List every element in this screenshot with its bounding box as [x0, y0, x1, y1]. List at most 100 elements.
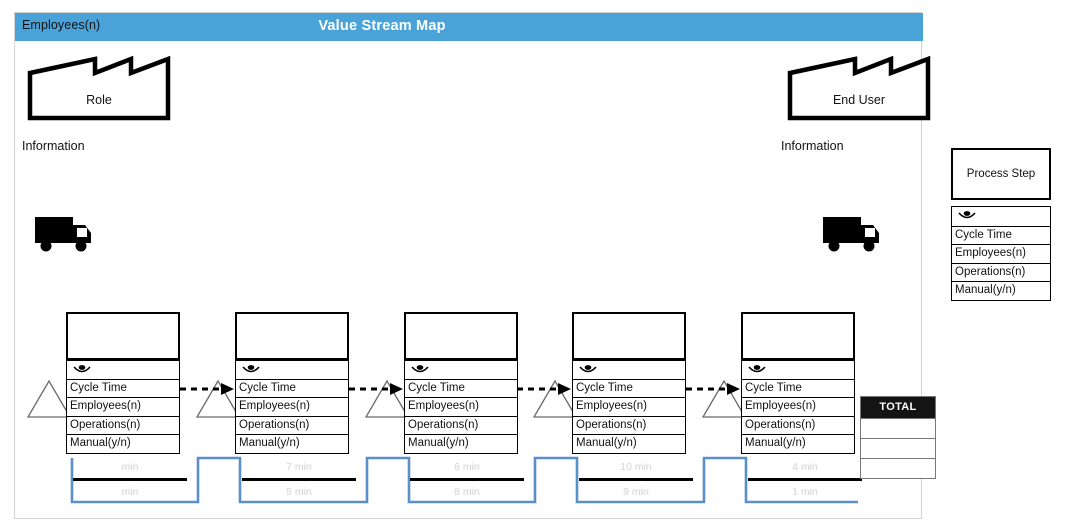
process-step-name-box[interactable] — [235, 312, 349, 360]
total-row-2[interactable] — [861, 438, 935, 458]
va-bar-1 — [73, 478, 187, 481]
metric-operations[interactable]: Operations(n) — [236, 415, 348, 435]
legend-process-step-label: Process Step — [966, 168, 1036, 180]
metric-operations[interactable]: Operations(n) — [742, 415, 854, 435]
process-step-1[interactable]: Cycle Time Employees(n) Operations(n) Ma… — [66, 312, 180, 454]
inventory-triangle-icon — [364, 379, 410, 418]
metric-cycle-time[interactable]: Cycle Time — [67, 378, 179, 398]
metric-cycle-time[interactable]: Cycle Time — [405, 378, 517, 398]
inventory-triangle-icon — [701, 379, 747, 418]
metric-employees[interactable]: Employees(n) — [742, 397, 854, 416]
inventory-triangle-4[interactable] — [531, 378, 579, 420]
va-time-5: 4 min — [792, 461, 818, 473]
visual-check-row[interactable] — [236, 360, 348, 379]
inventory-triangle-5[interactable] — [700, 378, 748, 420]
legend-panel: Process Step Cycle Time Employees(n) Ope… — [951, 148, 1051, 301]
timeline-staircase-icon — [70, 456, 858, 504]
legend-process-step-box[interactable]: Process Step — [951, 148, 1051, 200]
process-step-metrics: Cycle Time Employees(n) Operations(n) Ma… — [235, 360, 349, 454]
legend-visual-check-row — [952, 207, 1050, 226]
process-step-metrics: Cycle Time Employees(n) Operations(n) Ma… — [572, 360, 686, 454]
metric-employees[interactable]: Employees(n) — [573, 397, 685, 416]
total-row-3[interactable] — [861, 458, 935, 478]
process-step-metrics: Cycle Time Employees(n) Operations(n) Ma… — [741, 360, 855, 454]
flow-arrow-2 — [348, 381, 406, 397]
process-step-2[interactable]: Cycle Time Employees(n) Operations(n) Ma… — [235, 312, 349, 454]
nva-time-5: 1 min — [792, 486, 818, 498]
metric-employees[interactable]: Employees(n) — [67, 397, 179, 416]
process-step-metrics: Cycle Time Employees(n) Operations(n) Ma… — [66, 360, 180, 454]
customer-information-label: Information — [781, 139, 844, 153]
header-bar — [15, 13, 923, 41]
metric-employees[interactable]: Employees(n) — [405, 397, 517, 416]
inbound-shipment-truck[interactable] — [33, 211, 95, 257]
dashed-arrow-icon — [517, 383, 571, 395]
process-step-name-box[interactable] — [66, 312, 180, 360]
timeline-ladder — [70, 456, 860, 506]
process-step-5[interactable]: Cycle Time Employees(n) Operations(n) Ma… — [741, 312, 855, 454]
legend-metric-cycle-time: Cycle Time — [952, 225, 1050, 245]
eye-icon — [73, 365, 91, 373]
inventory-triangle-icon — [26, 379, 72, 418]
dashed-arrow-icon — [180, 383, 234, 395]
va-time-4: 10 min — [620, 461, 652, 473]
metric-operations[interactable]: Operations(n) — [67, 415, 179, 435]
process-step-name-box[interactable] — [404, 312, 518, 360]
process-step-name-box[interactable] — [572, 312, 686, 360]
nva-time-1: min — [121, 486, 139, 498]
inventory-triangle-icon — [195, 379, 241, 418]
inventory-triangle-2[interactable] — [194, 378, 242, 420]
vsm-canvas: Employees(n) Value Stream Map Role Infor… — [14, 12, 936, 519]
metric-employees[interactable]: Employees(n) — [236, 397, 348, 416]
process-step-name-box[interactable] — [741, 312, 855, 360]
va-time-1: min — [121, 461, 139, 473]
metric-cycle-time[interactable]: Cycle Time — [236, 378, 348, 398]
legend-metric-employees: Employees(n) — [952, 244, 1050, 263]
visual-check-row[interactable] — [573, 360, 685, 379]
metric-manual[interactable]: Manual(y/n) — [405, 434, 517, 453]
dashed-arrow-icon — [349, 383, 403, 395]
customer-label: End User — [832, 93, 886, 107]
total-header: TOTAL — [861, 397, 935, 418]
inventory-triangle-icon — [532, 379, 578, 418]
header-left-label: Employees(n) — [22, 18, 101, 32]
inventory-triangle-1[interactable] — [25, 378, 73, 420]
va-bar-2 — [242, 478, 356, 481]
metric-operations[interactable]: Operations(n) — [405, 415, 517, 435]
visual-check-row[interactable] — [405, 360, 517, 379]
metric-manual[interactable]: Manual(y/n) — [742, 434, 854, 453]
metric-cycle-time[interactable]: Cycle Time — [573, 378, 685, 398]
process-step-4[interactable]: Cycle Time Employees(n) Operations(n) Ma… — [572, 312, 686, 454]
process-step-3[interactable]: Cycle Time Employees(n) Operations(n) Ma… — [404, 312, 518, 454]
flow-arrow-3 — [516, 381, 574, 397]
eye-icon — [748, 365, 766, 373]
metric-cycle-time[interactable]: Cycle Time — [742, 378, 854, 398]
total-row-1[interactable] — [861, 418, 935, 438]
eye-icon — [579, 365, 597, 373]
visual-check-row[interactable] — [742, 360, 854, 379]
supplier-label: Role — [86, 93, 112, 107]
customer-factory[interactable]: End User — [787, 51, 931, 121]
metric-operations[interactable]: Operations(n) — [573, 415, 685, 435]
eye-icon — [958, 211, 976, 219]
truck-icon — [823, 217, 879, 252]
metric-manual[interactable]: Manual(y/n) — [573, 434, 685, 453]
flow-arrow-1 — [179, 381, 237, 397]
va-time-2: 7 min — [286, 461, 312, 473]
page-title: Value Stream Map — [318, 18, 446, 34]
outbound-shipment-truck[interactable] — [821, 211, 883, 257]
process-step-metrics: Cycle Time Employees(n) Operations(n) Ma… — [404, 360, 518, 454]
metric-manual[interactable]: Manual(y/n) — [67, 434, 179, 453]
total-summary-box: TOTAL — [860, 396, 936, 479]
truck-icon — [35, 217, 91, 252]
legend-metric-manual: Manual(y/n) — [952, 281, 1050, 300]
legend-metrics-table: Cycle Time Employees(n) Operations(n) Ma… — [951, 206, 1051, 301]
dashed-arrow-icon — [686, 383, 740, 395]
supplier-information-label: Information — [22, 139, 85, 153]
visual-check-row[interactable] — [67, 360, 179, 379]
eye-icon — [411, 365, 429, 373]
metric-manual[interactable]: Manual(y/n) — [236, 434, 348, 453]
inventory-triangle-3[interactable] — [363, 378, 411, 420]
supplier-factory[interactable]: Role — [27, 51, 171, 121]
